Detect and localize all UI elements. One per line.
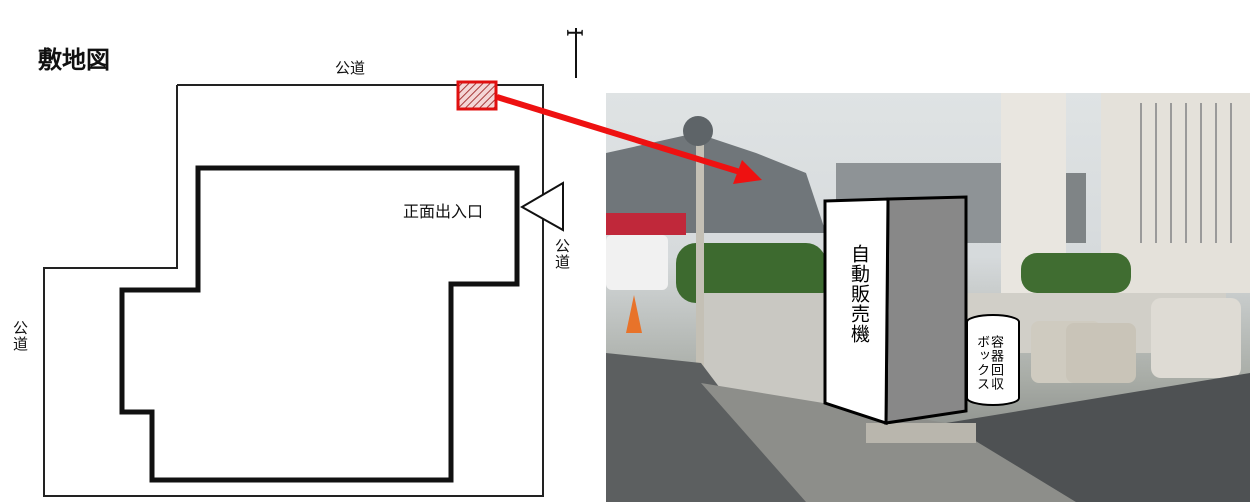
vending-location-marker <box>456 80 498 111</box>
vending-machine-front <box>823 197 890 426</box>
traffic-cone <box>626 295 642 333</box>
site-plan-drawing <box>43 28 577 497</box>
sign-pole <box>696 133 704 393</box>
container-bin-2 <box>1066 323 1136 383</box>
machine-base <box>866 423 976 443</box>
site-photo <box>606 93 1250 502</box>
entrance-label: 正面出入口 <box>403 202 484 221</box>
white-car <box>606 235 668 290</box>
container-bin-3 <box>1151 298 1241 378</box>
north-symbol: ꟷ <box>566 22 584 47</box>
site-map-title: 敷地図 <box>38 46 110 74</box>
road-sign <box>683 116 713 146</box>
warehouse-roof <box>606 133 826 233</box>
red-vehicle <box>606 213 686 235</box>
building-outline <box>119 165 520 483</box>
hedge <box>676 243 826 303</box>
photo-scene <box>606 93 1250 502</box>
container-box-label-col2: ボックス <box>974 335 989 391</box>
parking-area <box>946 373 1250 502</box>
site-boundary <box>43 84 544 497</box>
road-surface <box>606 353 806 502</box>
road-label-right: 公道 <box>553 238 571 270</box>
road-label-top: 公道 <box>335 59 366 77</box>
vending-machine-label: 自動販売機 <box>848 244 870 344</box>
arrow-shaft <box>496 94 741 175</box>
road-label-left: 公道 <box>11 320 29 352</box>
hedge-right <box>1021 253 1131 293</box>
container-box-label-col1: 容器回収 <box>988 335 1003 391</box>
container-box-body <box>966 322 1020 406</box>
arrow-head <box>733 160 762 184</box>
entrance-triangle <box>519 181 564 232</box>
